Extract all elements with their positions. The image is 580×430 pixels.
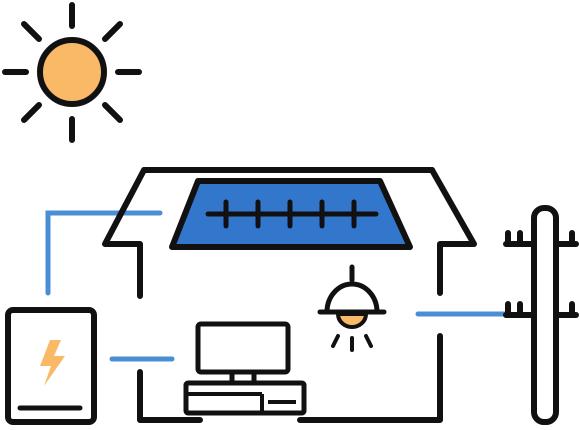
solar-panel — [169, 178, 413, 250]
sun-disc — [37, 37, 107, 107]
desktop-tower-icon — [183, 380, 307, 416]
computer-monitor-icon — [195, 321, 291, 382]
lamp-light-rays — [331, 334, 373, 352]
sun-icon — [2, 2, 142, 143]
lightning-bolt-icon — [40, 340, 65, 386]
house-outline — [102, 167, 477, 423]
wire-battery-to-house — [45, 210, 163, 296]
ceiling-lamp-icon — [317, 264, 387, 352]
home-battery-icon — [5, 307, 97, 425]
solar-panel-grid — [205, 199, 379, 229]
sun-rays — [2, 2, 142, 143]
utility-pole-icon — [503, 205, 579, 425]
